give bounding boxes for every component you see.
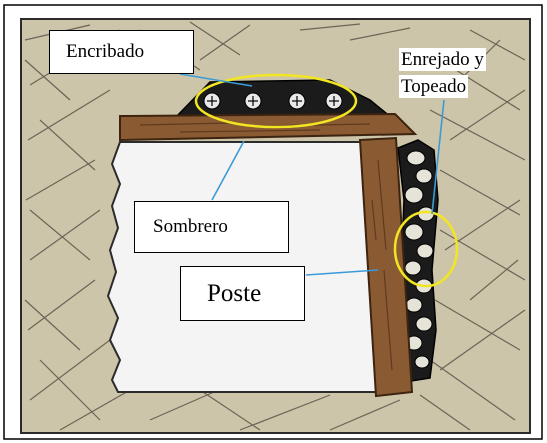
- encribado-bolt-slots: [207, 96, 339, 106]
- label-encribado: Encribado: [49, 30, 194, 74]
- label-sombrero: Sombrero: [134, 201, 289, 253]
- label-sombrero-text: Sombrero: [153, 216, 228, 237]
- label-poste-text: Poste: [207, 280, 262, 307]
- enrejado-highlight: [393, 210, 459, 288]
- leader-enrejado: [431, 99, 445, 215]
- label-enrejado-line2: Topeado: [399, 75, 469, 98]
- leader-sombrero: [211, 140, 245, 201]
- leader-poste: [305, 269, 379, 276]
- poste-post: [358, 136, 414, 398]
- leader-encribado: [179, 73, 253, 87]
- label-poste: Poste: [180, 266, 305, 321]
- label-enrejado-line1: Enrejado y: [399, 48, 486, 71]
- label-encribado-text: Encribado: [66, 41, 145, 62]
- poste-grain: [371, 159, 393, 371]
- encribado-highlight: [194, 73, 358, 129]
- leader-lines: [179, 73, 445, 276]
- rock-texture: [24, 21, 526, 431]
